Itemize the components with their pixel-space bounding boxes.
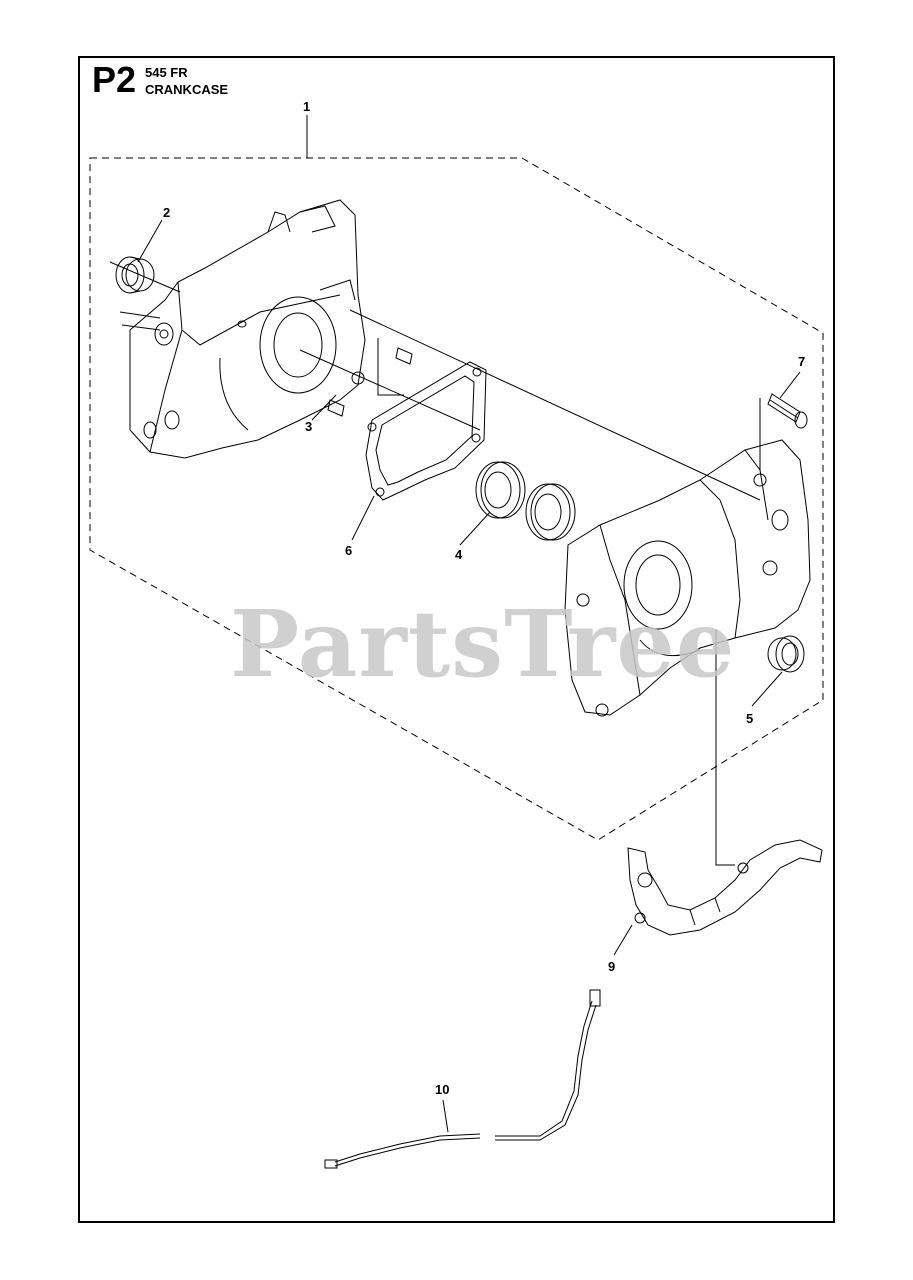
callout-7[interactable]: 7: [798, 354, 806, 369]
watermark: PartsTree: [230, 590, 736, 698]
axis-line-pins: [299, 349, 481, 431]
callout-6[interactable]: 6: [345, 543, 353, 558]
seal-ring-5: [767, 635, 805, 673]
axis-line-gasket: [377, 338, 404, 396]
axis-line-shaft: [109, 261, 181, 293]
leader-7: [779, 371, 801, 399]
callout-1[interactable]: 1: [303, 99, 311, 114]
assembly-name: CRANKCASE: [145, 82, 229, 97]
screw-7: [759, 393, 808, 470]
seal-ring-2: [115, 256, 155, 294]
leader-4: [459, 511, 491, 546]
callout-10[interactable]: 10: [435, 1082, 450, 1097]
callout-5[interactable]: 5: [746, 711, 754, 726]
leader-10: [442, 1099, 449, 1133]
diagram-frame: [78, 56, 835, 1223]
leader-6: [351, 495, 375, 541]
page-code: P2: [92, 59, 137, 100]
bracket-9: [627, 839, 823, 936]
leader-9: [613, 924, 633, 956]
callout-4[interactable]: 4: [455, 547, 463, 562]
axis-line-bracket: [715, 630, 735, 866]
leader-2: [137, 219, 163, 263]
bearing-4-outer: [475, 461, 526, 519]
gasket-6: [365, 361, 487, 501]
callout-9[interactable]: 9: [608, 959, 616, 974]
callout-2[interactable]: 2: [163, 205, 171, 220]
assembly-boundary: [89, 157, 824, 841]
callout-3[interactable]: 3: [305, 419, 313, 434]
bearing-4-inner: [525, 483, 576, 541]
wire-10: [324, 989, 601, 1169]
leader-5: [751, 671, 783, 707]
guide-pins-3: [327, 347, 413, 417]
model-name: 545 FR: [145, 65, 188, 80]
left-crankcase-half: [119, 199, 366, 459]
axis-line-upper: [349, 309, 761, 501]
